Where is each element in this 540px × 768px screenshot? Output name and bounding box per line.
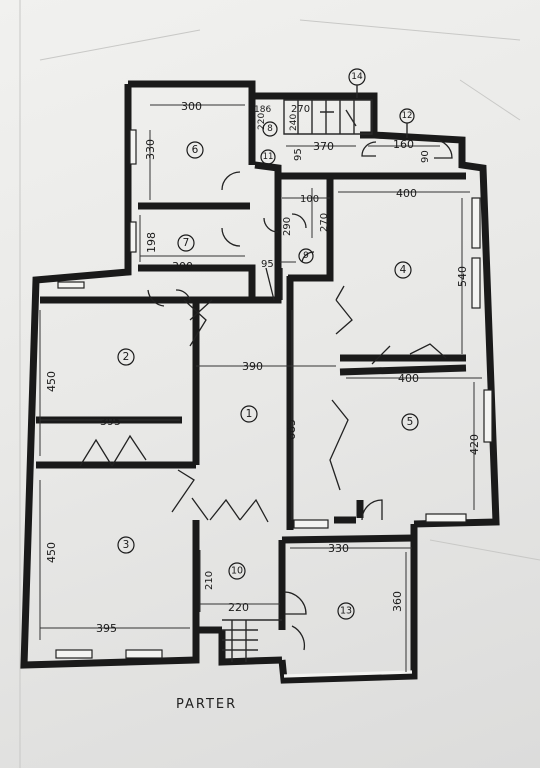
room-2-number: 2 xyxy=(123,351,130,363)
floor-title: PARTER xyxy=(176,697,238,712)
staircase-14 xyxy=(283,99,373,135)
dim-room13-width: 330 xyxy=(328,542,349,555)
room-10-number: 10 xyxy=(231,566,243,577)
dim-room7-height: 198 xyxy=(145,232,158,253)
entry-steps xyxy=(222,619,282,662)
dim-room1-width: 390 xyxy=(242,360,263,373)
dim-room4-height: 540 xyxy=(456,266,469,287)
dim-room4-width: 400 xyxy=(396,187,417,200)
dim-room2-width: 395 xyxy=(100,415,121,428)
dim-240: 240 xyxy=(289,114,299,131)
dim-room10-width: 220 xyxy=(228,601,249,614)
room-13-number: 13 xyxy=(340,606,352,617)
dim-95-horizontal: 95 xyxy=(261,259,274,270)
room-markers: 1 2 3 4 5 6 7 8 9 10 11 12 13 14 xyxy=(117,68,419,620)
dim-370: 370 xyxy=(313,140,334,153)
dim-room2-height: 450 xyxy=(45,371,58,392)
dim-room5-height: 420 xyxy=(468,434,481,455)
dim-room6-height: 330 xyxy=(144,139,157,160)
dim-room8-186: 186 xyxy=(254,105,271,115)
dim-270-vertical: 270 xyxy=(319,213,330,232)
room-8-number: 8 xyxy=(267,124,273,134)
interior-walls xyxy=(36,161,467,630)
dim-room7-width: 300 xyxy=(172,260,193,273)
dim-270-top: 270 xyxy=(291,104,310,115)
dim-room13-height: 360 xyxy=(391,591,404,612)
room-12-number: 12 xyxy=(402,111,413,121)
room-1-number: 1 xyxy=(246,408,253,420)
dim-100: 100 xyxy=(300,194,319,205)
dim-room8-220: 220 xyxy=(257,113,267,130)
dim-room6-width: 300 xyxy=(181,100,202,113)
dim-room1-height: 685 xyxy=(285,419,298,440)
room-3-number: 3 xyxy=(123,539,130,551)
room-14-number: 14 xyxy=(351,72,363,82)
windows xyxy=(55,129,493,659)
room-4-number: 4 xyxy=(400,264,407,276)
dim-room10-height: 210 xyxy=(204,571,215,590)
dim-95-vertical: 95 xyxy=(293,148,304,161)
room-6-number: 6 xyxy=(192,144,199,156)
dim-room3-height: 450 xyxy=(45,542,58,563)
dimension-labels: 300 330 198 300 186 220 270 240 370 95 1… xyxy=(45,100,481,635)
room-7-number: 7 xyxy=(183,237,190,249)
doors xyxy=(79,139,453,651)
dim-160: 160 xyxy=(393,138,414,151)
dim-room5-width: 400 xyxy=(398,372,419,385)
room-9-number: 9 xyxy=(303,251,309,261)
dim-room3-width: 395 xyxy=(96,622,117,635)
room-11-number: 11 xyxy=(263,152,274,162)
dimension-lines xyxy=(39,104,482,672)
dim-90: 90 xyxy=(420,150,431,163)
room-5-number: 5 xyxy=(407,416,414,428)
background-ghost-lines xyxy=(19,0,540,768)
dim-290: 290 xyxy=(282,217,293,236)
